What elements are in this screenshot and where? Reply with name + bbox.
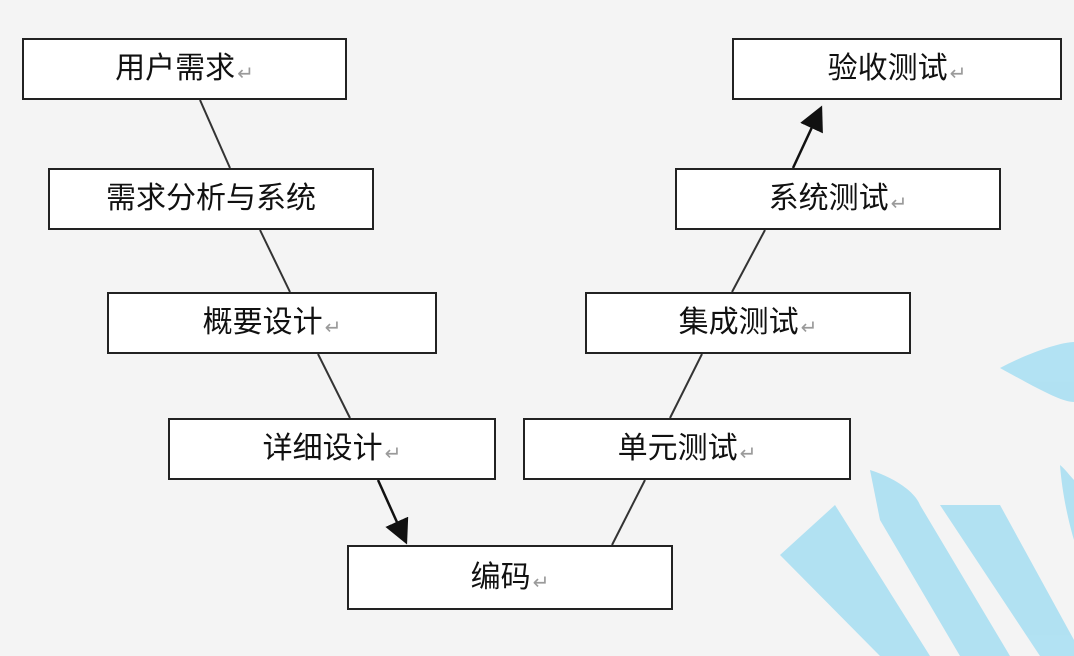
acceptance-testing-label: 验收测试	[827, 51, 948, 86]
watermark-logo	[780, 342, 1074, 656]
detailed-design-box: 详细设计↵	[168, 418, 496, 480]
requirements-analysis-box: 需求分析与系统	[48, 168, 374, 230]
detailed-design-label: 详细设计	[262, 431, 383, 466]
outline-design-label: 概要设计	[202, 305, 323, 340]
return-mark-icon: ↵	[949, 61, 967, 85]
requirements-analysis-label: 需求分析与系统	[106, 181, 316, 216]
coding-label: 编码	[470, 559, 531, 595]
line-unit-to-integration	[669, 353, 703, 419]
arrow-system-to-acceptance	[791, 105, 823, 169]
return-mark-icon: ↵	[324, 315, 342, 339]
line-integration-to-system	[731, 229, 766, 293]
unit-testing-box: 单元测试↵	[523, 418, 851, 480]
line-analysis-to-outline	[259, 229, 291, 293]
integration-testing-label: 集成测试	[678, 305, 799, 340]
user-requirements-label: 用户需求	[115, 51, 236, 86]
user-requirements-box: 用户需求↵	[22, 38, 347, 100]
unit-testing-label: 单元测试	[617, 431, 738, 466]
return-mark-icon: ↵	[800, 315, 818, 339]
arrow-detail-to-coding	[376, 479, 409, 545]
outline-design-box: 概要设计↵	[107, 292, 437, 354]
return-mark-icon: ↵	[739, 441, 757, 465]
return-mark-icon: ↵	[237, 61, 254, 85]
integration-testing-box: 集成测试↵	[585, 292, 911, 354]
line-user-to-analysis	[199, 99, 231, 169]
system-testing-label: 系统测试	[768, 181, 889, 216]
return-mark-icon: ↵	[384, 441, 402, 465]
line-outline-to-detail	[317, 353, 351, 419]
coding-box: 编码↵	[347, 545, 673, 610]
return-mark-icon: ↵	[532, 569, 550, 594]
line-coding-to-unit	[611, 479, 646, 546]
return-mark-icon: ↵	[890, 191, 908, 215]
acceptance-testing-box: 验收测试↵	[732, 38, 1062, 100]
system-testing-box: 系统测试↵	[675, 168, 1001, 230]
